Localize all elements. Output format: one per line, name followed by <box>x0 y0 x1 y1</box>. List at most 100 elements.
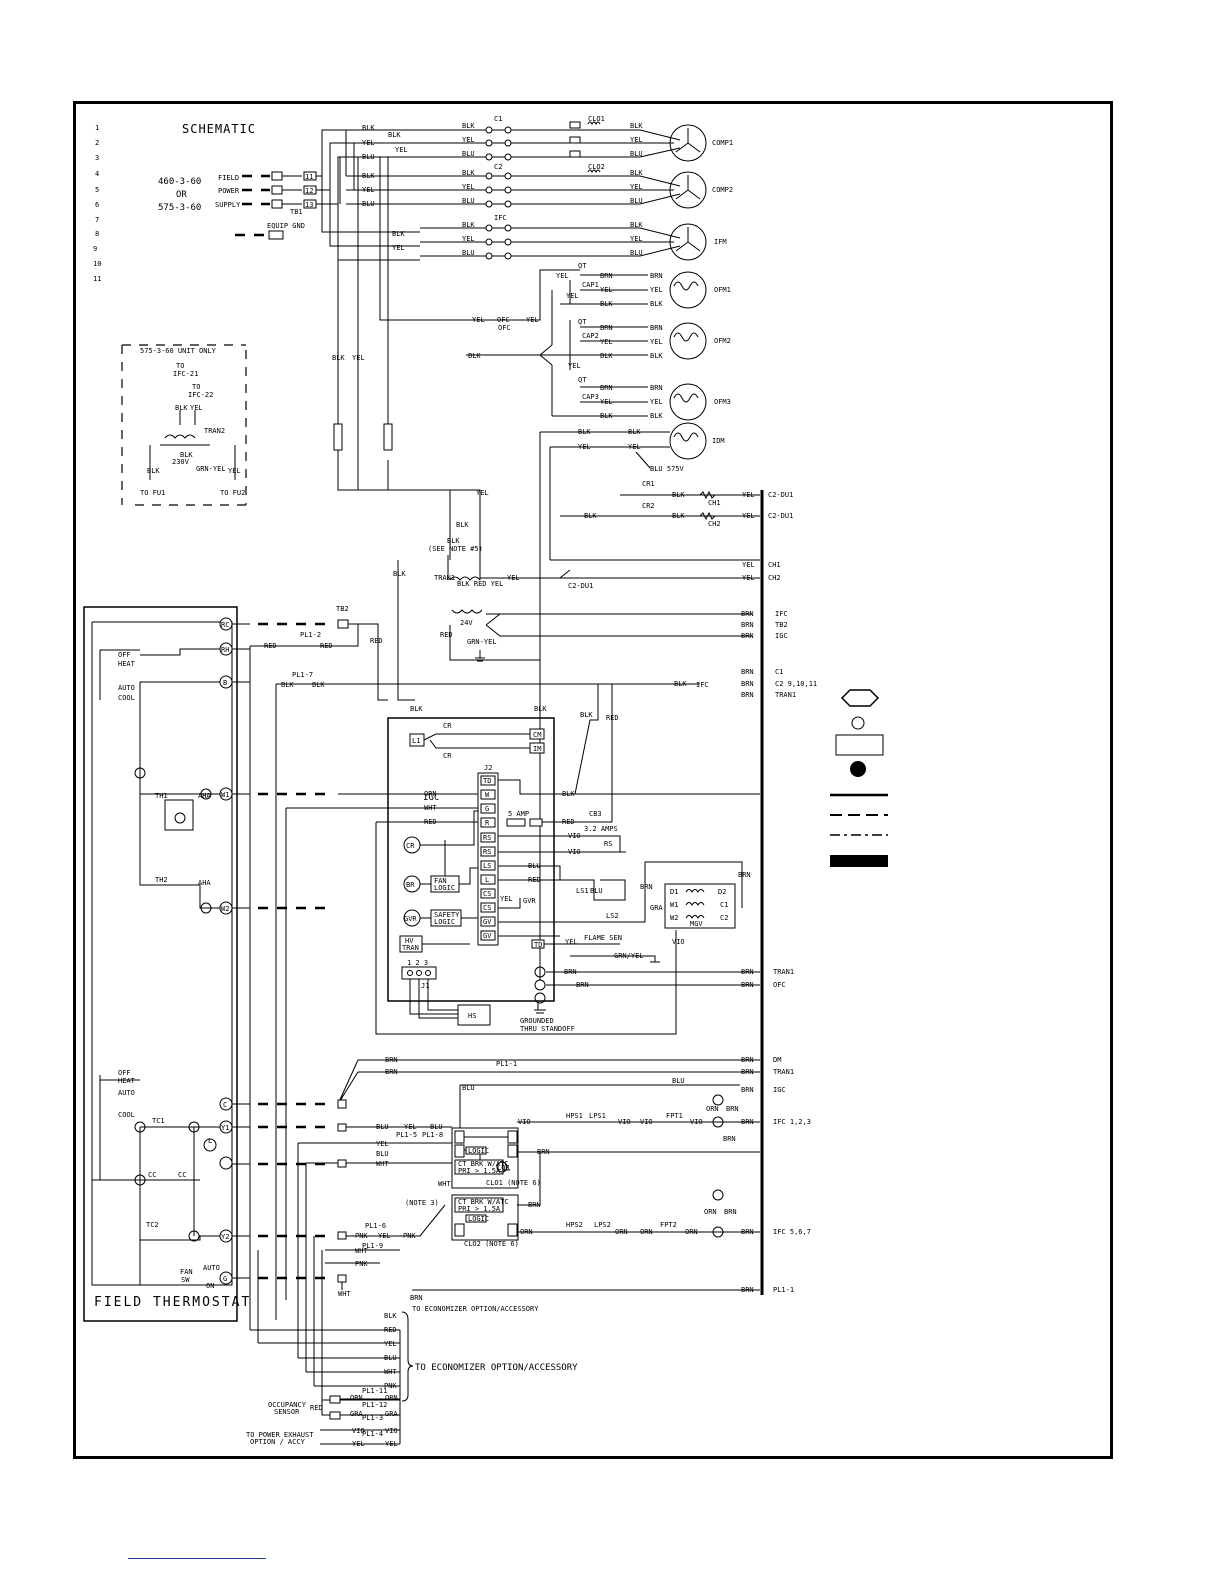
footer-link-underline[interactable] <box>128 1558 266 1559</box>
svg-text:TO ECONOMIZER OPTION/ACCESSORY: TO ECONOMIZER OPTION/ACCESSORY <box>412 1305 539 1313</box>
svg-text:YEL: YEL <box>395 146 408 154</box>
svg-text:OPTION / ACCY: OPTION / ACCY <box>250 1438 306 1446</box>
svg-text:BRN: BRN <box>741 1086 754 1094</box>
svg-text:YEL: YEL <box>462 183 475 191</box>
svg-text:4: 4 <box>95 170 99 178</box>
svg-text:AUTO: AUTO <box>118 684 135 692</box>
svg-text:WHT: WHT <box>424 804 437 812</box>
svg-text:BLU: BLU <box>362 200 375 208</box>
svg-text:BLK: BLK <box>630 221 643 229</box>
svg-text:BRN: BRN <box>724 1208 737 1216</box>
svg-text:RH: RH <box>221 646 229 654</box>
svg-text:FAN: FAN <box>180 1268 193 1276</box>
svg-text:BLK: BLK <box>672 512 685 520</box>
svg-text:YEL: YEL <box>404 1123 417 1131</box>
svg-text:BLU: BLU <box>630 150 643 158</box>
svg-text:VIO: VIO <box>690 1118 703 1126</box>
svg-text:TO ECONOMIZER OPTION/ACCESSORY: TO ECONOMIZER OPTION/ACCESSORY <box>415 1363 578 1373</box>
svg-text:D1: D1 <box>670 888 678 896</box>
svg-text:LOGIC: LOGIC <box>434 884 455 892</box>
svg-text:BLK: BLK <box>650 412 663 420</box>
svg-text:BLK: BLK <box>578 428 591 436</box>
field-wiring: TB2 RED PL1-2 RED RED PL1-7 BLK BLK BLK … <box>232 605 817 1320</box>
svg-text:BLK: BLK <box>462 169 475 177</box>
ofm2-label: OFM2 <box>714 337 731 345</box>
svg-text:YEL: YEL <box>600 338 613 346</box>
svg-text:PL1-9: PL1-9 <box>362 1242 383 1250</box>
svg-text:CLO1: CLO1 <box>588 115 605 123</box>
svg-text:W: W <box>485 791 490 799</box>
svg-text:CAP3: CAP3 <box>582 393 599 401</box>
svg-text:YEL: YEL <box>742 491 755 499</box>
svg-text:C2-DU1: C2-DU1 <box>568 582 593 590</box>
svg-text:IFM: IFM <box>714 238 727 246</box>
svg-text:RS: RS <box>604 840 612 848</box>
svg-text:YEL: YEL <box>742 574 755 582</box>
ifc-label: IFC <box>494 214 507 222</box>
svg-text:SW: SW <box>181 1276 190 1284</box>
svg-text:CT BRK W/ATC: CT BRK W/ATC <box>458 1198 509 1206</box>
svg-text:PNK: PNK <box>384 1382 397 1390</box>
svg-text:BLU: BLU <box>462 1084 475 1092</box>
svg-text:BLK: BLK <box>600 300 613 308</box>
svg-text:7: 7 <box>95 216 99 224</box>
svg-text:FPT2: FPT2 <box>660 1221 677 1229</box>
svg-text:VIO: VIO <box>618 1118 631 1126</box>
svg-text:YEL: YEL <box>600 398 613 406</box>
svg-text:BLK: BLK <box>562 790 575 798</box>
svg-text:C2 9,10,11: C2 9,10,11 <box>775 680 817 688</box>
svg-text:PL1-4: PL1-4 <box>362 1430 383 1438</box>
svg-text:HPS1: HPS1 <box>566 1112 583 1120</box>
svg-text:BRN: BRN <box>726 1105 739 1113</box>
svg-text:TO FU2: TO FU2 <box>220 489 245 497</box>
svg-text:QT: QT <box>578 262 587 270</box>
svg-text:MGV: MGV <box>690 920 703 928</box>
svg-text:230V: 230V <box>172 458 190 466</box>
svg-text:IFC 1,2,3: IFC 1,2,3 <box>773 1118 811 1126</box>
svg-text:BLU: BLU <box>430 1123 443 1131</box>
fuse-circuit: BLK YEL YEL BLK BLK (SEE NOTE #5) BLK TR… <box>332 157 788 701</box>
svg-text:BRN: BRN <box>741 968 754 976</box>
svg-text:YEL: YEL <box>650 338 663 346</box>
svg-text:IFC: IFC <box>775 610 788 618</box>
svg-text:BRN: BRN <box>650 324 663 332</box>
svg-text:R: R <box>485 819 490 827</box>
svg-text:PRI > 1.5A: PRI > 1.5A <box>458 1167 501 1175</box>
svg-text:3: 3 <box>95 154 99 162</box>
svg-text:BRN: BRN <box>741 621 754 629</box>
svg-text:BLK: BLK <box>650 300 663 308</box>
svg-text:BRN: BRN <box>600 324 613 332</box>
svg-text:ORN: ORN <box>704 1208 717 1216</box>
svg-text:BLU: BLU <box>462 197 475 205</box>
svg-text:L: L <box>485 876 489 884</box>
diagram-frame <box>73 101 1113 1459</box>
svg-text:(NOTE 3): (NOTE 3) <box>405 1199 439 1207</box>
svg-text:BLU: BLU <box>462 249 475 257</box>
svg-text:TRAN1: TRAN1 <box>773 1068 794 1076</box>
svg-text:BLK: BLK <box>630 169 643 177</box>
power-supply: 460-3-60 OR 575-3-60 FIELD POWER SUPPLY … <box>158 129 480 261</box>
svg-text:TH2: TH2 <box>155 876 168 884</box>
field-thermostat: FIELD THERMOSTAT RC RH B W1 W2 C Y1 L Y2… <box>83 606 249 1322</box>
svg-text:TD: TD <box>483 777 491 785</box>
svg-text:SENSOR: SENSOR <box>274 1408 300 1416</box>
svg-text:3.2 AMPS: 3.2 AMPS <box>584 825 618 833</box>
legend <box>830 689 888 867</box>
svg-text:CT BRK W/ATC: CT BRK W/ATC <box>458 1160 509 1168</box>
line-numbers: 1 2 3 4 5 6 7 8 9 10 11 <box>93 124 101 283</box>
ofm3-label: OFM3 <box>714 398 731 406</box>
svg-text:FAN: FAN <box>434 877 447 885</box>
svg-text:TB2: TB2 <box>336 605 349 613</box>
svg-text:RC: RC <box>221 621 229 629</box>
svg-text:LOR: LOR <box>497 1164 510 1172</box>
svg-text:WHT: WHT <box>338 1290 351 1298</box>
svg-text:BRN: BRN <box>741 632 754 640</box>
svg-text:IDM: IDM <box>712 437 725 445</box>
svg-text:PL1-1: PL1-1 <box>496 1060 517 1068</box>
svg-text:BRN: BRN <box>738 871 751 879</box>
svg-text:CAP1: CAP1 <box>582 281 599 289</box>
svg-text:GV: GV <box>483 918 492 926</box>
svg-text:YEL: YEL <box>566 292 579 300</box>
svg-text:QT: QT <box>578 376 587 384</box>
svg-text:YEL: YEL <box>376 1140 389 1148</box>
